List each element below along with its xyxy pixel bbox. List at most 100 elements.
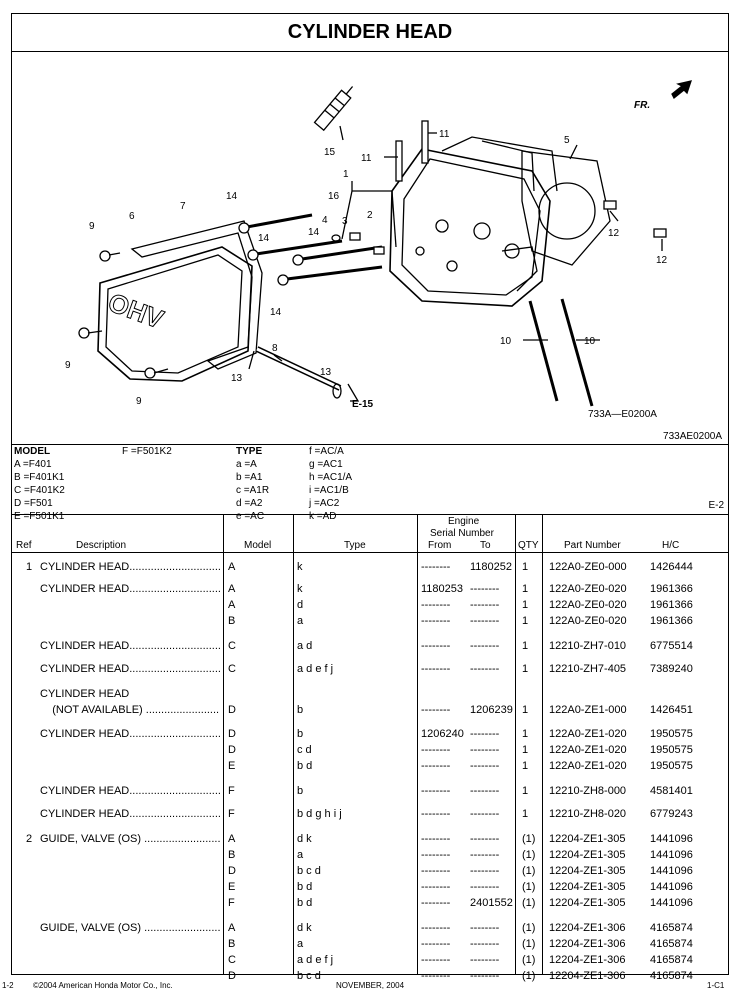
row-ref: 1 <box>26 561 33 573</box>
row-from: 1206240 <box>421 728 464 740</box>
svg-text:9: 9 <box>65 360 71 371</box>
row-to: -------- <box>470 785 500 797</box>
svg-text:12: 12 <box>656 255 668 266</box>
model-e: E =F501K1 <box>14 511 65 522</box>
svg-text:1: 1 <box>343 169 349 180</box>
row-description: CYLINDER HEAD...........................… <box>40 808 220 820</box>
row-hc: 1426451 <box>650 704 693 716</box>
row-from: -------- <box>421 865 451 877</box>
row-model: B <box>228 938 236 950</box>
row-description: CYLINDER HEAD <box>40 688 130 700</box>
row-hc: 1950575 <box>650 728 693 740</box>
svg-text:11: 11 <box>439 129 450 140</box>
row-qty: 1 <box>522 599 529 611</box>
row-qty: 1 <box>522 704 529 716</box>
type-d: d =A2 <box>236 498 263 509</box>
row-model: E <box>228 881 236 893</box>
row-qty: (1) <box>522 938 536 950</box>
type-b: b =A1 <box>236 472 263 483</box>
row-from: -------- <box>421 760 451 772</box>
row-hc: 1961366 <box>650 583 693 595</box>
row-type: b <box>297 728 304 740</box>
col-engine: Engine <box>448 516 480 527</box>
row-from: -------- <box>421 881 451 893</box>
row-from: -------- <box>421 561 451 573</box>
table-row: CYLINDER HEAD...........................… <box>12 727 728 742</box>
row-ref: 2 <box>26 833 33 845</box>
row-description: (NOT AVAILABLE) ........................… <box>52 704 220 716</box>
row-model: F <box>228 785 235 797</box>
row-part-number: 122A0-ZE0-000 <box>549 561 627 573</box>
row-part-number: 12204-ZE1-306 <box>549 922 626 934</box>
row-part-number: 12204-ZE1-305 <box>549 833 626 845</box>
row-qty: 1 <box>522 640 529 652</box>
row-to: -------- <box>470 663 500 675</box>
row-qty: 1 <box>522 663 529 675</box>
col-qty: QTY <box>518 540 539 551</box>
col-divider <box>223 514 224 975</box>
row-model: D <box>228 744 236 756</box>
table-header: Ref Description Model Type Engine Serial… <box>12 514 728 553</box>
row-part-number: 122A0-ZE0-020 <box>549 599 627 611</box>
section-code: E-2 <box>708 500 724 511</box>
row-part-number: 12210-ZH8-000 <box>549 785 627 797</box>
row-to: -------- <box>470 808 500 820</box>
row-part-number: 12204-ZE1-306 <box>549 970 626 982</box>
row-from: -------- <box>421 599 451 611</box>
type-i: i =AC1/B <box>309 485 349 496</box>
row-qty: 1 <box>522 728 529 740</box>
row-qty: 1 <box>522 760 529 772</box>
row-part-number: 12204-ZE1-305 <box>549 849 626 861</box>
col-divider <box>293 514 294 975</box>
row-hc: 1441096 <box>650 833 693 845</box>
col-to: To <box>480 540 491 551</box>
row-part-number: 12204-ZE1-306 <box>549 938 626 950</box>
row-hc: 1441096 <box>650 897 693 909</box>
svg-text:11: 11 <box>361 153 372 164</box>
row-qty: 1 <box>522 615 529 627</box>
row-to: -------- <box>470 849 500 861</box>
model-heading: MODEL <box>14 446 51 457</box>
row-to: -------- <box>470 865 500 877</box>
col-ref: Ref <box>16 540 32 551</box>
row-from: -------- <box>421 808 451 820</box>
row-from: -------- <box>421 744 451 756</box>
row-qty: 1 <box>522 808 529 820</box>
row-from: -------- <box>421 615 451 627</box>
row-type: k <box>297 561 303 573</box>
svg-text:16: 16 <box>328 191 340 202</box>
svg-text:14: 14 <box>270 307 282 318</box>
row-hc: 1441096 <box>650 849 693 861</box>
row-from: -------- <box>421 938 451 950</box>
row-part-number: 122A0-ZE1-000 <box>549 704 627 716</box>
row-qty: (1) <box>522 897 536 909</box>
row-to: -------- <box>470 744 500 756</box>
row-qty: 1 <box>522 583 529 595</box>
row-from: -------- <box>421 922 451 934</box>
row-to: -------- <box>470 615 500 627</box>
svg-text:6: 6 <box>129 211 135 222</box>
footer-date: NOVEMBER, 2004 <box>336 981 405 990</box>
row-model: D <box>228 728 236 740</box>
type-c: c =A1R <box>236 485 270 496</box>
row-to: 1206239 <box>470 704 513 716</box>
row-hc: 6779243 <box>650 808 693 820</box>
row-type: b d <box>297 897 313 909</box>
row-model: E <box>228 760 236 772</box>
row-hc: 4165874 <box>650 922 693 934</box>
svg-text:14: 14 <box>258 233 270 244</box>
svg-text:14: 14 <box>308 227 320 238</box>
row-hc: 4165874 <box>650 954 693 966</box>
model-c: C =F401K2 <box>14 485 65 496</box>
row-model: C <box>228 954 236 966</box>
row-model: D <box>228 704 236 716</box>
row-to: -------- <box>470 881 500 893</box>
row-model: F <box>228 808 235 820</box>
row-to: -------- <box>470 728 500 740</box>
